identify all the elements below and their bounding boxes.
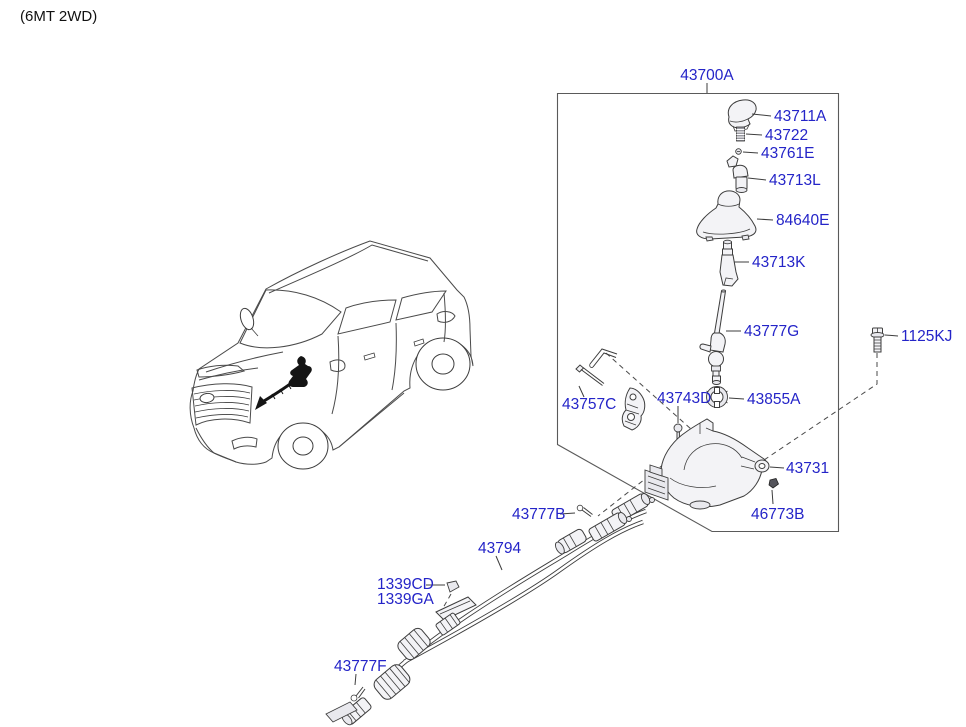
part-label-43743d[interactable]: 43743D — [657, 390, 711, 407]
front-door-window — [337, 299, 397, 335]
part-label-43761e[interactable]: 43761E — [761, 145, 814, 162]
part-drawing-screw — [735, 148, 742, 155]
part-drawing-shift-lever — [699, 289, 727, 385]
cable-end-connector-2 — [588, 512, 628, 542]
cable-socket-fittings — [554, 528, 587, 555]
part-label-43722[interactable]: 43722 — [765, 127, 808, 144]
part-label-1339ga[interactable]: 1339GA — [377, 591, 435, 608]
cable-arrowhead — [255, 396, 267, 410]
cable-lower-plate — [325, 701, 358, 723]
part-label-43777f[interactable]: 43777F — [334, 658, 387, 675]
part-drawing-spring — [736, 126, 745, 142]
part-drawing-clip-cd-ga — [446, 580, 460, 593]
part-drawing-mount-bolt — [870, 327, 885, 353]
hood-crease-1 — [205, 351, 284, 373]
part-drawing-lever-upper — [726, 155, 749, 193]
part-label-43757c[interactable]: 43757C — [562, 396, 616, 413]
part-label-43731[interactable]: 43731 — [786, 460, 829, 477]
rear-door-window — [395, 290, 447, 321]
front-door-handle — [363, 352, 376, 361]
leader-lines — [354, 83, 899, 686]
part-drawing-bracket — [621, 387, 646, 431]
part-label-46773b[interactable]: 46773B — [751, 506, 804, 523]
part-label-43700a[interactable]: 43700A — [680, 67, 734, 84]
headlight — [196, 364, 246, 378]
part-label-43777g[interactable]: 43777G — [744, 323, 799, 340]
clip-to-plate-dash — [442, 593, 452, 609]
part-label-43794[interactable]: 43794 — [478, 540, 521, 557]
part-label-43713l[interactable]: 43713L — [769, 172, 821, 189]
part-label-43777b[interactable]: 43777B — [512, 506, 565, 523]
roof-line — [268, 244, 429, 294]
part-label-43713k[interactable]: 43713K — [752, 254, 806, 271]
part-drawing-cable-pin-b — [576, 504, 593, 517]
far-side-mirror — [329, 359, 346, 372]
windshield — [239, 289, 342, 349]
car-illustration — [189, 240, 474, 470]
part-label-43855a[interactable]: 43855A — [747, 391, 801, 408]
cable-adjuster — [435, 612, 461, 636]
hood-crease-2 — [198, 367, 259, 381]
rear-door-seam — [391, 322, 397, 391]
rear-wheel-hub — [431, 353, 455, 375]
part-label-1339cd[interactable]: 1339CD — [377, 576, 434, 593]
side-mirror — [239, 307, 259, 337]
part-label-1125kj[interactable]: 1125KJ — [901, 328, 952, 345]
assembly-boundary-box — [556, 92, 840, 533]
variant-title: (6MT 2WD) — [20, 8, 97, 25]
fog-lamp — [231, 436, 258, 450]
part-label-84640e[interactable]: 84640E — [776, 212, 829, 229]
part-drawing-bushing — [706, 386, 728, 408]
part-drawing-lever-joint — [719, 239, 739, 287]
grille — [191, 383, 253, 426]
front-wheel-hub — [292, 436, 314, 456]
shifter-location-marker — [255, 356, 312, 410]
rear-quarter-seam — [443, 292, 446, 343]
part-label-43711a[interactable]: 43711A — [774, 108, 827, 125]
part-drawing-cable-pin-f — [350, 686, 366, 702]
part-drawing-pin-clip — [575, 348, 618, 386]
rocker-line — [338, 392, 405, 448]
rear-door-handle — [413, 338, 425, 347]
part-drawing-boot — [696, 190, 757, 242]
part-drawing-cable-assembly — [325, 493, 655, 726]
brand-logo — [199, 392, 215, 404]
cable-boot-lower — [373, 664, 411, 700]
bumper-line — [195, 427, 237, 463]
front-door-seam — [331, 335, 340, 415]
bolt-to-base-dash — [763, 353, 878, 461]
cable-boot-upper — [397, 627, 431, 661]
rear-lamp — [436, 311, 456, 323]
part-drawing-base-housing — [644, 418, 770, 510]
part-drawing-base-clip — [768, 478, 779, 489]
part-drawing-knob — [727, 99, 757, 132]
